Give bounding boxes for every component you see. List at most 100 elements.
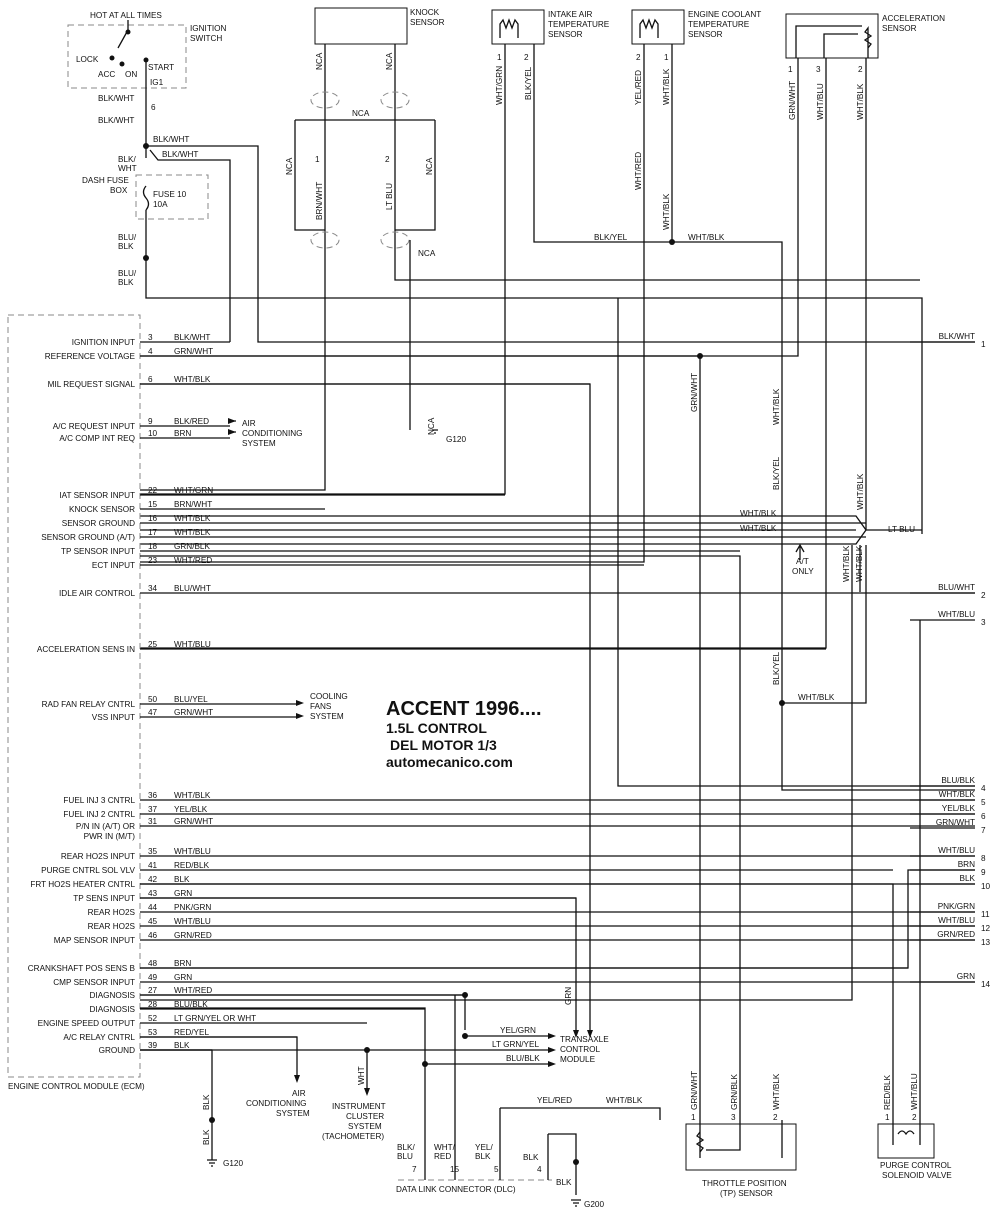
on-label: ON [125,70,137,79]
ecm-pin-wire-color: PNK/GRN [174,903,211,912]
wire-label-nca-2: NCA [385,52,394,70]
wire-label-wht-blk-gnd-2: WHT/BLK [740,524,777,533]
ecm-pin-name: IDLE AIR CONTROL [59,589,135,598]
ecm-pin-name: FUEL INJ 3 CNTRL [63,796,135,805]
ecm-pin-name: ACCELERATION SENS IN [37,645,135,654]
ecm-pin-name: PURGE CNTRL SOL VLV [41,866,135,875]
tp-sensor-label: THROTTLE POSITION [702,1179,787,1188]
ecm-pin-name: A/C RELAY CNTRL [63,1033,135,1042]
wire-label-yel-grn: YEL/GRN [500,1026,536,1035]
ac-system-label-2: CONDITIONING [242,429,303,438]
ac-bottom-label-2: CONDITIONING [246,1099,307,1108]
right-edge-wire-color: WHT/BLU [938,916,975,925]
wire-label-blk-yel-h: BLK/YEL [594,233,628,242]
wire-label-grn-wht-accel: GRN/WHT [788,81,797,120]
accel-label-2: SENSOR [882,24,917,33]
ecm-pin-name: RAD FAN RELAY CNTRL [42,700,136,709]
wire-label-wht-blk-at-2: WHT/BLK [855,545,864,582]
wire-blu-blk [145,210,923,534]
dash-fuse-box-label: DASH FUSE [82,176,129,185]
purge-wire-red-blk: RED/BLK [883,1074,892,1110]
tp-wire-grn-blk: GRN/BLK [730,1074,739,1110]
right-edge-wire-color: BLK [960,874,976,883]
dash-fuse-box-label-2: BOX [110,186,128,195]
ecm-pin-number: 39 [148,1041,158,1050]
fuse-rating-label: 10A [153,200,168,209]
wire-label-blk-yel-iat: BLK/YEL [524,66,533,100]
wire-label-nca-7: NCA [427,417,436,435]
ecm-pin-wire-color: GRN/BLK [174,542,210,551]
wire-label-wht-blu-accel: WHT/BLU [816,83,825,120]
wire-wht-blk-dlc [140,545,853,1001]
right-edge-number: 12 [981,924,991,933]
wire-grn-blk-tp [140,555,741,1120]
ecm-pin-wire-color: WHT/BLK [174,791,211,800]
ecm-pin-name: DIAGNOSIS [90,1005,136,1014]
wire-label-grn-wht-v: GRN/WHT [690,373,699,412]
purge-valve-label: PURGE CONTROL [880,1161,952,1170]
wire-label-yel-red: YEL/RED [537,1096,572,1105]
ecm-pin-name: SENSOR GROUND (A/T) [41,533,135,542]
wire-accel-wht-blu [140,58,827,649]
tp-pin-1: 1 [691,1113,696,1122]
wire-label-wht-grn: WHT/GRN [495,66,504,105]
ig1-label: IG1 [150,78,164,87]
ecm-pin-number: 48 [148,959,158,968]
ecm-pin-name: KNOCK SENSOR [69,505,135,514]
ecm-pin-number: 17 [148,528,158,537]
tp-sensor-box [685,1123,797,1171]
dlc-pin-5: 5 [494,1165,499,1174]
right-edge-number: 6 [981,812,986,821]
wire-label-blk-ground-1: BLK [202,1094,211,1110]
wire-label-wht-blk-accel-2: WHT/BLK [856,473,865,510]
dlc-pin-7: 7 [412,1165,417,1174]
ecm-pin-number: 49 [148,973,158,982]
knock-sensor-label-2: SENSOR [410,18,445,27]
right-edge-number: 10 [981,882,991,891]
dlc-wire-blk-blu-2: BLU [397,1152,413,1161]
wire-label-blk-ground-2: BLK [202,1129,211,1145]
ecm-pin-number: 43 [148,889,158,898]
dlc-wire-blk-blu: BLK/ [397,1143,415,1152]
ecm-pin-number: 4 [148,347,153,356]
ecm-pin-number: 44 [148,903,158,912]
ect-pin-2: 2 [636,53,641,62]
ecm-pin-name: A/C REQUEST INPUT [53,422,135,431]
wire-label-lt-grn-yel: LT GRN/YEL [492,1040,539,1049]
ecm-pin-wire-color: BLK [174,1041,190,1050]
shield-wire [294,119,436,231]
lt-blu-junction-label: LT BLU [888,525,915,534]
dlc-pin-15: 15 [450,1165,460,1174]
accel-pin-1: 1 [788,65,793,74]
wire-mil-request [140,383,591,1030]
ecm-pin-wire-color: WHT/RED [174,986,212,995]
ecm-pin-number: 31 [148,817,158,826]
wire-label-wht-red: WHT/RED [634,152,643,190]
cooling-fans-label-3: SYSTEM [310,712,344,721]
ecm-pin-number: 37 [148,805,158,814]
tp-pin-2: 2 [773,1113,778,1122]
ecm-pin-wire-color: WHT/BLK [174,514,211,523]
ecm-pin-name: TP SENS INPUT [73,894,135,903]
instrument-cluster-label-4: (TACHOMETER) [322,1132,384,1141]
purge-coil [892,1120,921,1145]
ecm-pin-wire-color: RED/YEL [174,1028,209,1037]
wire-label-wht-blk-ect-2: WHT/BLK [662,193,671,230]
at-only-label: A/T [796,557,809,566]
at-only-arrow [795,543,805,560]
right-edge-wire-color: WHT/BLK [939,790,976,799]
right-edge-wire-color: YEL/BLK [942,804,976,813]
start-label: START [148,63,174,72]
dlc-wire-yel-blk: YEL/ [475,1143,493,1152]
ecm-pin-number: 42 [148,875,158,884]
wire-accel-grn-wht [140,58,799,357]
ecm-pin-number: 35 [148,847,158,856]
wire-label-wht-blk-ect: WHT/BLK [662,68,671,105]
ecm-pin-number: 22 [148,486,158,495]
wire-label-wht-blk-v: WHT/BLK [772,388,781,425]
wire-iat-wht-grn [140,44,506,495]
ecm-pin-number: 27 [148,986,158,995]
dlc-wire-blk: BLK [523,1153,539,1162]
right-edge-wire-color: WHT/BLU [938,610,975,619]
ecm-pin-wire-color: BRN [174,959,191,968]
